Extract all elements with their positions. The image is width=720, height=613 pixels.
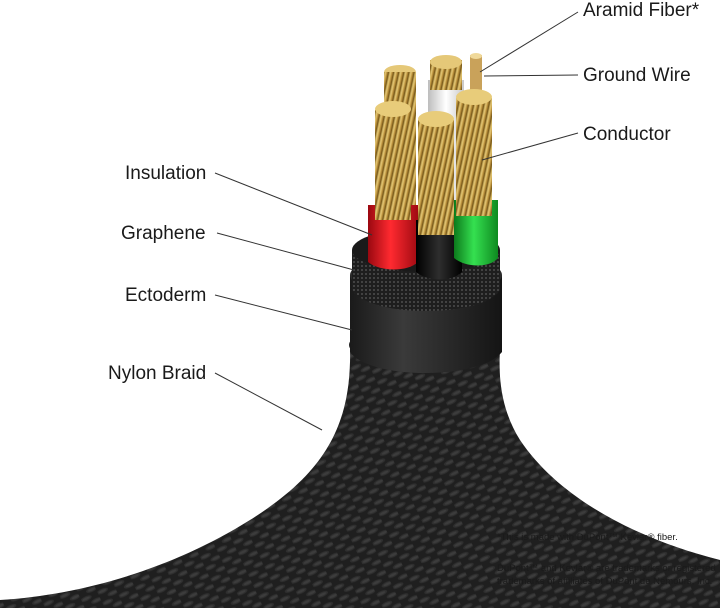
- label-aramid-fiber: Aramid Fiber*: [583, 0, 700, 21]
- label-ground-wire: Ground Wire: [583, 65, 691, 86]
- leader-insulation: [214, 172, 373, 236]
- trademark-line-2: trademarks of affiliates of DuPont de Ne…: [497, 576, 713, 587]
- green-wire: [454, 89, 498, 266]
- leader-aramid: [479, 11, 579, 73]
- trademark-line-1: DuPont™ and Kevlar® are trademarks or re…: [497, 563, 716, 574]
- leader-nylon: [214, 372, 323, 431]
- label-conductor: Conductor: [583, 124, 671, 145]
- black-wire: [416, 111, 462, 280]
- leader-graphene: [216, 232, 355, 271]
- leader-ground: [483, 74, 579, 77]
- leader-lines: [214, 11, 579, 431]
- nylon-braid-body: [0, 345, 720, 608]
- label-graphene: Graphene: [121, 223, 206, 244]
- label-nylon-braid: Nylon Braid: [108, 363, 207, 384]
- label-insulation: Insulation: [125, 163, 207, 184]
- kevlar-footnote: *This is made with DuPont™ Kevlar® fiber…: [497, 532, 678, 543]
- leader-ectoderm: [214, 294, 353, 331]
- red-wire: [368, 101, 418, 270]
- label-ectoderm: Ectoderm: [125, 285, 207, 306]
- leader-conductor: [481, 132, 579, 161]
